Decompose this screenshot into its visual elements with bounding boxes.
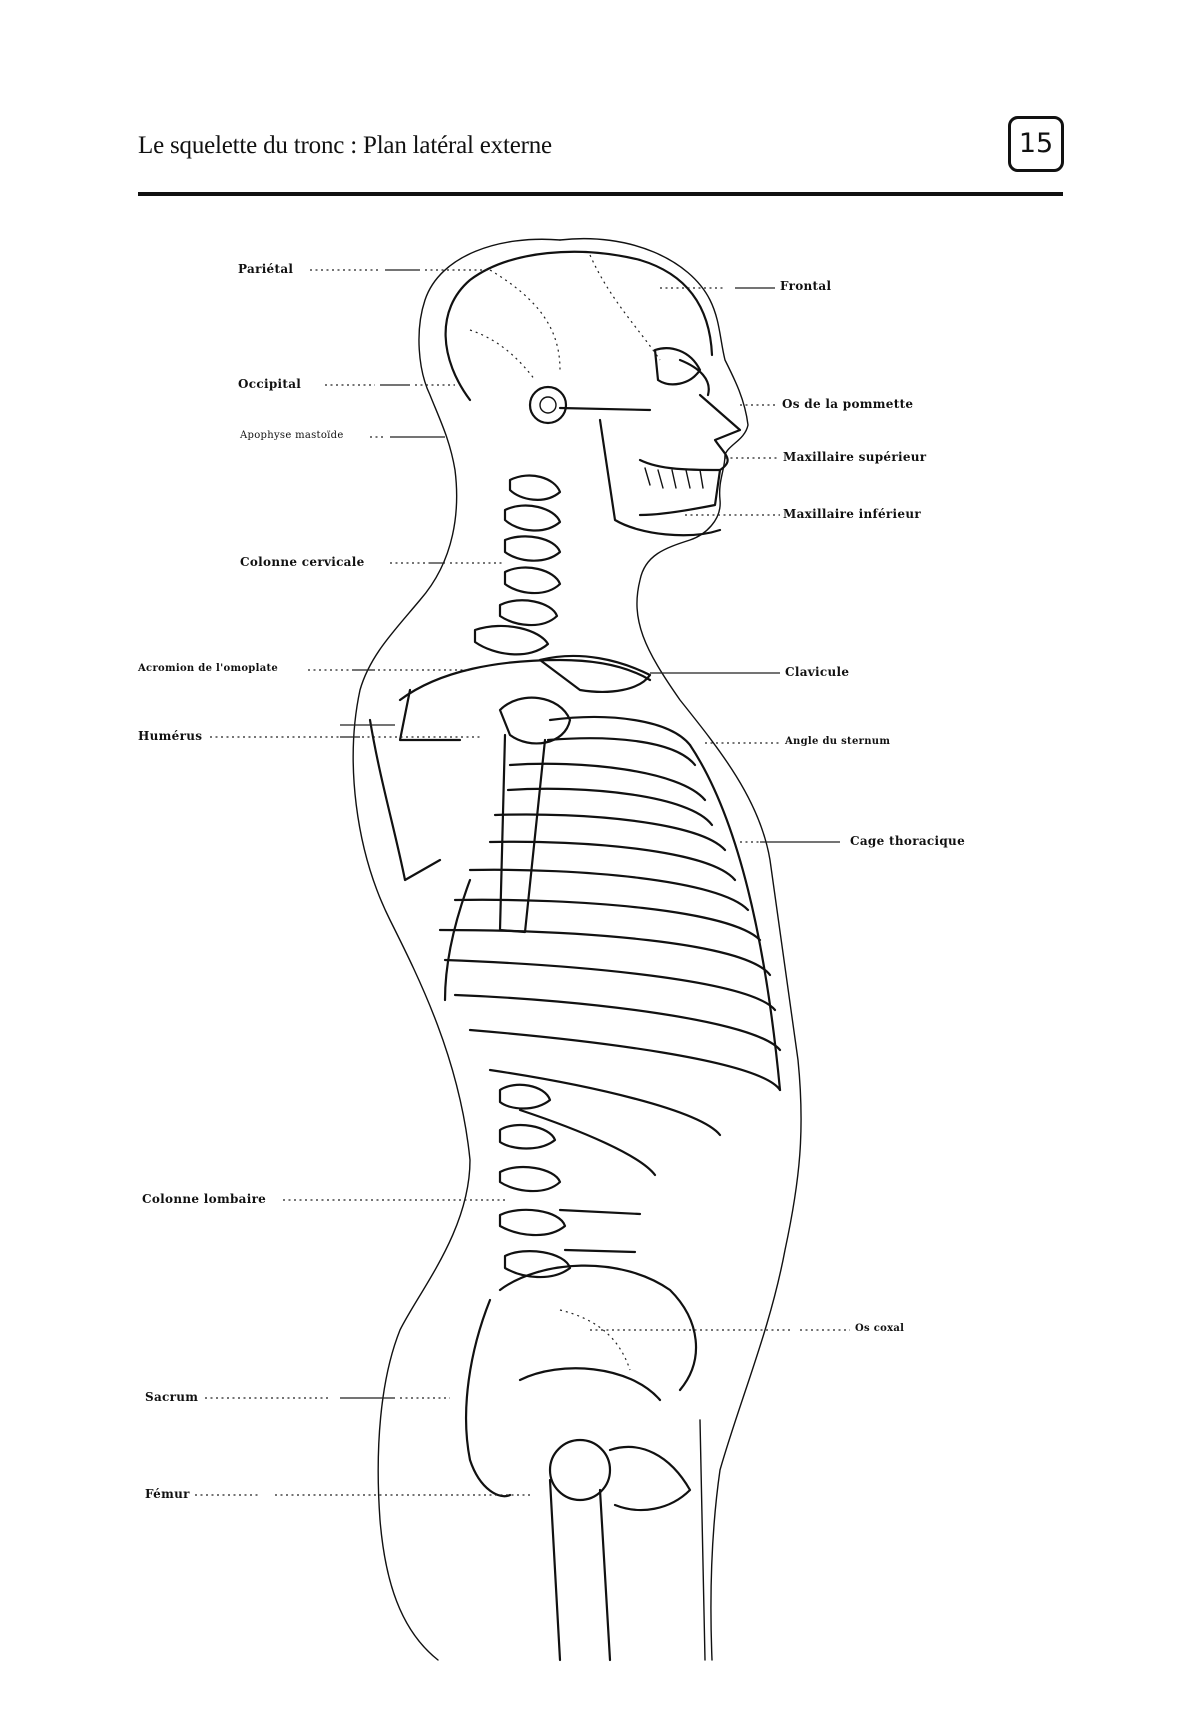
label-os-pommette: Os de la pommette (782, 397, 914, 411)
label-apophyse-mastoide: Apophyse mastoïde (240, 430, 344, 441)
label-occipital: Occipital (238, 377, 302, 391)
skull (444, 250, 742, 537)
label-frontal: Frontal (780, 279, 832, 293)
shoulder-girdle (368, 654, 652, 882)
label-clavicule: Clavicule (785, 665, 850, 679)
label-femur: Fémur (145, 1487, 190, 1501)
rib-cage (438, 715, 782, 1177)
label-colonne-cervicale: Colonne cervicale (240, 555, 365, 569)
thoracic-lumbar-spine (443, 878, 642, 1279)
label-sacrum: Sacrum (145, 1390, 199, 1404)
page-title: Le squelette du tronc : Plan latéral ext… (138, 132, 552, 159)
cervical-spine (473, 474, 562, 656)
label-maxillaire-superieur: Maxillaire supérieur (783, 450, 927, 464)
femur (548, 1438, 692, 1662)
label-colonne-lombaire: Colonne lombaire (142, 1192, 267, 1206)
leader-lines-left (195, 269, 530, 1496)
page-number-badge: 15 (1008, 116, 1064, 172)
label-parietal: Pariétal (238, 262, 294, 276)
header-rule (138, 192, 1063, 196)
label-os-coxal: Os coxal (855, 1323, 905, 1334)
label-acromion: Acromion de l'omoplate (138, 663, 279, 674)
label-maxillaire-inferieur: Maxillaire inférieur (783, 507, 921, 521)
label-angle-sternum: Angle du sternum (785, 736, 891, 747)
label-cage-thoracique: Cage thoracique (850, 834, 966, 848)
body-outline (352, 238, 802, 1661)
pelvis (465, 1264, 698, 1498)
leader-lines-right (590, 287, 850, 1331)
label-humerus: Humérus (138, 729, 203, 743)
